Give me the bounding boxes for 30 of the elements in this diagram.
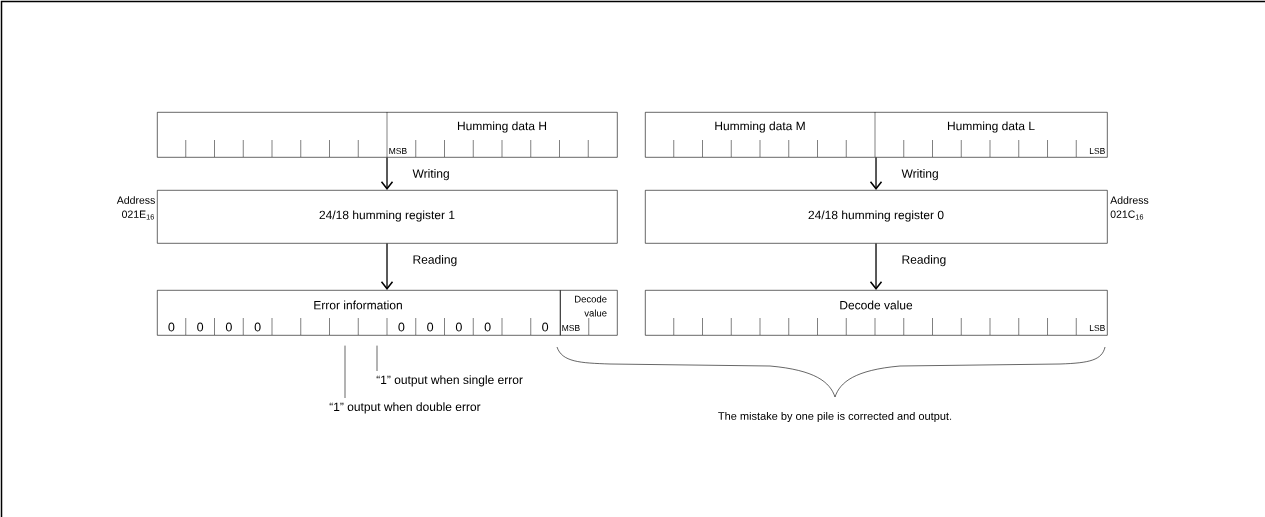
arrow xyxy=(380,156,394,190)
leader-line xyxy=(344,345,346,399)
bit-label: LSB xyxy=(1089,148,1105,154)
bit-value: 0 xyxy=(225,322,232,332)
annotation-text: “1” output when single error xyxy=(376,375,523,387)
arrow xyxy=(869,156,883,190)
bit-value: 0 xyxy=(484,322,491,332)
bit-value: 0 xyxy=(254,322,261,332)
address-label: Address 021E$_{16}$ xyxy=(116,196,155,220)
arrow xyxy=(869,242,883,290)
address-label: Address 021C$_{16}$ xyxy=(1110,196,1149,220)
edge-label: Writing xyxy=(901,169,938,181)
bit-value: 0 xyxy=(455,322,462,332)
bit-value: 0 xyxy=(542,322,549,332)
bit-value: 0 xyxy=(398,322,405,332)
register-box: 24/18 humming register 0 xyxy=(645,190,1108,244)
annotation-text: “1” output when double error xyxy=(329,402,481,414)
arrow xyxy=(380,242,394,290)
edge-label: Reading xyxy=(902,255,946,267)
edge-label: Reading xyxy=(413,255,457,267)
bit-value: 0 xyxy=(168,322,175,332)
edge-label: Writing xyxy=(412,169,449,181)
leader-line xyxy=(376,345,378,372)
bit-label: MSB xyxy=(389,148,407,154)
bit-value: 0 xyxy=(427,322,434,332)
bit-value: 0 xyxy=(197,322,204,332)
note-text: The mistake by one pile is corrected and output. xyxy=(718,411,952,423)
bit-label: MSB xyxy=(562,325,580,331)
register-box: 24/18 humming register 1 xyxy=(157,190,618,244)
bit-label: LSB xyxy=(1089,325,1105,331)
